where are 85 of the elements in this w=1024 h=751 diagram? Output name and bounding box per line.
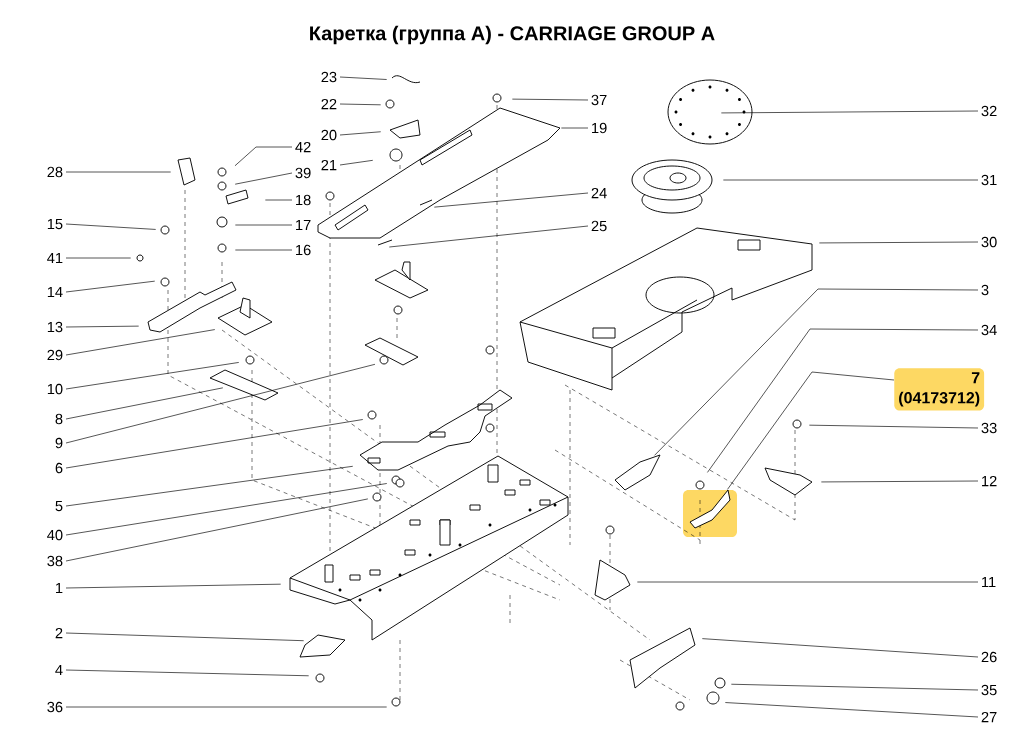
callout-number: 19 <box>592 122 607 134</box>
leader-line <box>65 223 157 230</box>
callout-label: 7 (04173712) <box>894 368 985 411</box>
callout-number: 15 <box>47 218 63 230</box>
callout-number: 27 <box>981 711 997 723</box>
callout-number: 17 <box>296 219 311 231</box>
title: Каретка (группа А) - CARRIAGE GROUP A <box>310 25 715 45</box>
callout-number: 42 <box>295 141 311 153</box>
callout-number: 18 <box>296 194 311 206</box>
callout-number: 32 <box>981 105 997 117</box>
leader-line <box>65 387 224 420</box>
callout-number: 36 <box>47 701 63 713</box>
leader-line <box>721 110 979 114</box>
callout-number: 29 <box>47 349 63 361</box>
callout-number: 34 <box>981 324 997 336</box>
callout-number: 12 <box>982 475 997 487</box>
leader-line <box>723 179 979 181</box>
callout-number: 11 <box>982 576 996 588</box>
leader-line <box>637 581 979 583</box>
callout-number: 30 <box>981 236 997 248</box>
callout-number: 28 <box>47 166 63 178</box>
callout-number: 37 <box>591 94 607 106</box>
leader-line <box>235 249 293 251</box>
callout-number: 35 <box>981 684 997 696</box>
callout-number: 1 <box>56 582 63 594</box>
callout-number: 25 <box>591 220 607 232</box>
leader-line <box>339 76 388 80</box>
callout-number: 23 <box>321 71 337 83</box>
callout-number: 24 <box>591 187 607 199</box>
leader-line <box>339 160 374 166</box>
leader-line <box>65 257 131 259</box>
leader-line <box>819 241 979 244</box>
callout-number: 13 <box>47 321 63 333</box>
callout-number: 2 <box>55 627 63 639</box>
leader-line <box>433 192 589 208</box>
leader-line <box>339 103 381 106</box>
callout-number: 4 <box>55 664 63 676</box>
callout-number: 22 <box>321 98 337 110</box>
callout-number: 41 <box>47 252 63 264</box>
leader-line <box>339 131 382 136</box>
leader-line <box>234 146 293 167</box>
callout-number: 3 <box>981 284 989 296</box>
leader-line <box>65 632 304 642</box>
callout-number: 5 <box>55 500 63 512</box>
leader-line <box>809 424 979 429</box>
leader-line <box>65 171 171 173</box>
callout-number: 10 <box>47 383 63 395</box>
leader-line <box>65 325 139 328</box>
leader-line <box>702 638 979 658</box>
callout-number: 9 <box>55 437 63 449</box>
leader-line <box>65 280 156 293</box>
leader-line <box>821 480 979 483</box>
leader-line <box>65 706 387 708</box>
callout-number: 6 <box>55 462 63 474</box>
leader-line <box>65 362 240 390</box>
leader-line <box>65 669 309 677</box>
leader-line <box>561 127 589 129</box>
callout-number: 31 <box>981 174 997 186</box>
leader-line <box>65 329 216 356</box>
callout-number: 20 <box>321 129 337 141</box>
leader-line <box>65 583 281 589</box>
callout-number: 33 <box>981 422 997 434</box>
leader-line <box>654 288 979 456</box>
callout-number: 39 <box>295 167 311 179</box>
callout-number: 38 <box>47 555 63 567</box>
leader-line <box>65 465 354 507</box>
leader-line <box>512 98 589 101</box>
leader-line <box>265 199 293 201</box>
leader-line <box>731 683 979 691</box>
leader-line <box>235 224 293 226</box>
leader-line <box>727 371 895 490</box>
callout-number: 8 <box>55 413 63 425</box>
leader-line <box>388 225 589 248</box>
leader-line <box>234 172 293 185</box>
leader-line <box>725 702 979 718</box>
callout-number: 40 <box>47 529 63 541</box>
leader-line <box>707 328 979 473</box>
callout-number: 26 <box>981 651 997 663</box>
callout-number: 14 <box>47 286 63 298</box>
leader-line <box>65 483 388 536</box>
leader-line <box>65 498 369 562</box>
leader-line <box>65 419 364 469</box>
callout-number: 16 <box>296 244 311 256</box>
leader-line <box>65 363 376 444</box>
callout-number: 21 <box>321 159 337 171</box>
